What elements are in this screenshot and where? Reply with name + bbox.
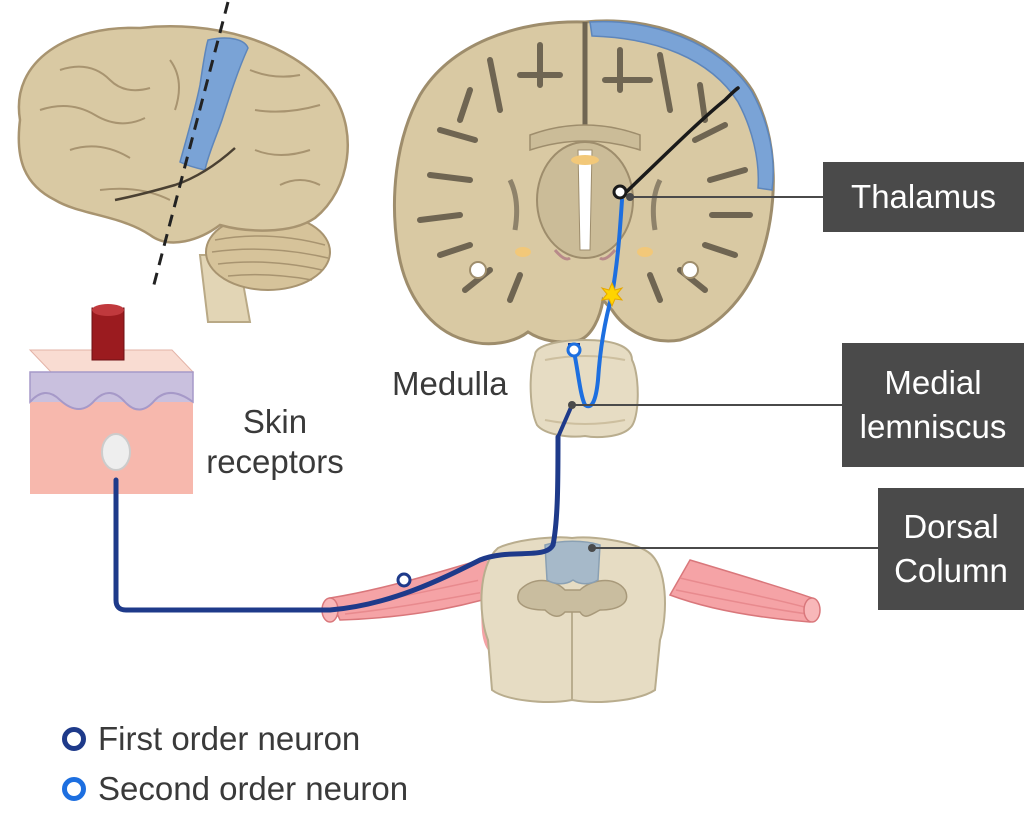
medial-lemniscus-label-line1: Medial	[884, 364, 982, 401]
skin-receptors-label-line2: receptors	[206, 443, 344, 480]
medulla-label: Medulla	[392, 365, 508, 402]
legend-first-order: First order neuron	[62, 720, 360, 758]
skin-receptors-label-line1: Skin	[242, 403, 308, 440]
thalamus-relay-cell	[612, 184, 628, 200]
dorsal-column-callout: Dorsal Column	[878, 488, 1024, 610]
third-order-neuron-path	[620, 86, 740, 198]
thalamus-callout: Thalamus	[823, 162, 1024, 232]
medulla-cross-section	[529, 338, 639, 438]
second-order-cell-body	[566, 342, 582, 358]
coronal-brain-section	[393, 19, 775, 346]
legend-second-order-label: Second order neuron	[98, 770, 409, 807]
dorsal-column-label-line1: Dorsal	[903, 508, 999, 545]
skin-receptors-label: Skin receptors	[200, 402, 350, 482]
legend-first-order-label: First order neuron	[98, 720, 361, 757]
dorsal-column-label-line2: Column	[894, 552, 1008, 589]
lateral-brain-illustration	[17, 1, 349, 323]
legend-second-order: Second order neuron	[62, 770, 408, 808]
dorsal-root-ganglion-cell	[396, 572, 412, 588]
skin-block-illustration	[28, 304, 195, 494]
second-order-ring-icon	[62, 777, 86, 801]
decussation-star-icon	[600, 281, 624, 308]
medial-lemniscus-label-line2: lemniscus	[859, 408, 1007, 445]
first-order-neuron-path	[113, 434, 561, 613]
first-order-ring-icon	[62, 727, 86, 751]
second-order-neuron-path	[572, 198, 624, 409]
spinal-cord-section	[321, 536, 821, 703]
thalamus-label: Thalamus	[851, 178, 996, 215]
medial-lemniscus-callout: Medial lemniscus	[842, 343, 1024, 467]
callout-leader-lines	[568, 193, 878, 552]
neuron-pathways	[113, 86, 740, 613]
